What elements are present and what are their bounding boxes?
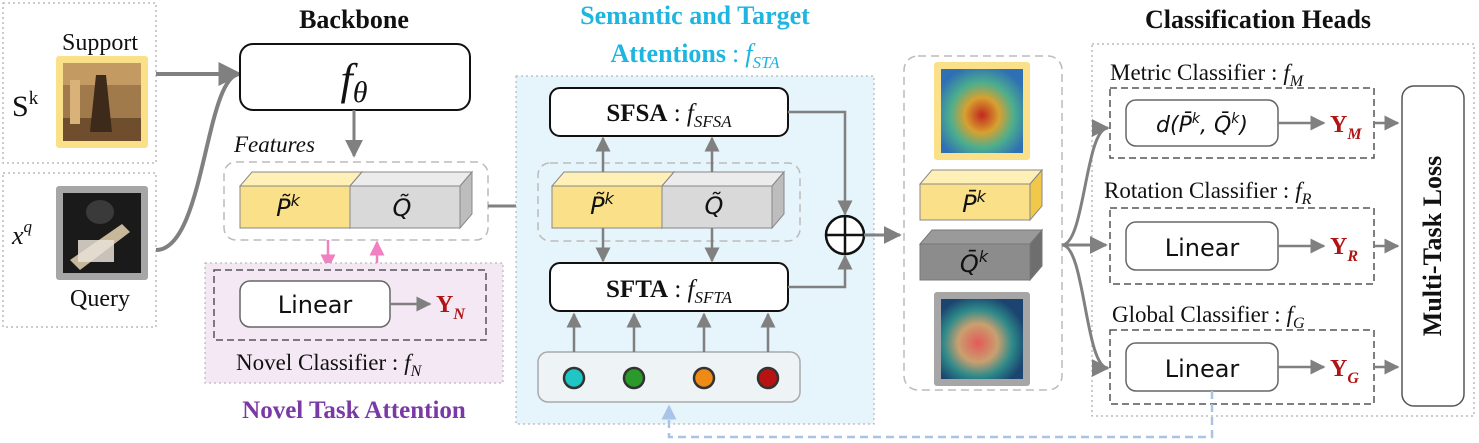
- global-linear-label: Linear: [1165, 355, 1240, 383]
- support-image: [63, 63, 141, 141]
- heads-panel: [1091, 43, 1475, 417]
- sta-features-group: [537, 162, 801, 242]
- token-dot-cyan: [562, 366, 586, 390]
- novel-linear-label: Linear: [278, 291, 353, 319]
- token-dot-orange: [692, 366, 716, 390]
- feature-p-block: [238, 170, 364, 230]
- token-dot-green: [622, 366, 646, 390]
- sta-p-label: P̃k: [590, 189, 614, 220]
- support-label: Support: [62, 30, 138, 56]
- feature-p-label: P̃k: [276, 191, 300, 222]
- support-heatmap: [941, 69, 1023, 153]
- feature-q-label: Q̃: [393, 194, 412, 222]
- multi-task-loss-label: Multi-Task Loss: [1418, 156, 1447, 336]
- query-symbol: xq: [11, 217, 33, 250]
- query-image: [63, 193, 141, 273]
- query-to-backbone-arrow: [155, 72, 241, 252]
- rotation-classifier-label: Rotation Classifier :fR: [1104, 178, 1312, 208]
- sta-q-label: Q̃: [705, 192, 724, 220]
- novel-task-attention-title: Novel Task Attention: [242, 397, 466, 424]
- feedback-dashed-arrow: [661, 391, 1214, 439]
- fused-group: [903, 55, 1063, 391]
- global-classifier-label: Global Classifier :fG: [1112, 302, 1305, 332]
- sta-title-line2: Attentions:fSTA: [610, 39, 780, 72]
- sfta-to-fusion-arrow: [788, 254, 853, 289]
- metric-formula: d(P̄k, Q̄k): [1156, 111, 1248, 138]
- fused-p-block: [918, 168, 1044, 222]
- novel-inner-frame: [213, 269, 487, 341]
- fused-p-label: P̄k: [962, 187, 986, 218]
- features-label: Features: [233, 132, 315, 157]
- novel-output: YN: [436, 292, 466, 323]
- sfsa-label: SFSA : fSFSA: [606, 100, 732, 131]
- query-label: Query: [70, 286, 130, 312]
- backbone-title: Backbone: [299, 5, 409, 34]
- sta-title-line1: Semantic and Target: [580, 1, 810, 30]
- sta-q-block: [660, 170, 786, 230]
- fused-q-label: Q̄k: [960, 247, 989, 278]
- to-metric-arrow: [1061, 119, 1110, 247]
- multi-task-loss-box: [1401, 85, 1465, 407]
- sfsa-to-fusion-arrow: [788, 110, 853, 216]
- sfta-label: SFTA : fSFTA: [606, 276, 733, 307]
- token-dot-red: [756, 366, 780, 390]
- metric-output: YM: [1330, 112, 1362, 143]
- feature-q-block: [348, 170, 474, 230]
- attention-tokens-panel: [537, 351, 801, 403]
- metric-classifier-label: Metric Classifier :fM: [1110, 60, 1305, 90]
- support-symbol: Sk: [12, 88, 39, 123]
- heads-title: Classification Heads: [1145, 5, 1371, 34]
- to-global-arrow: [1061, 243, 1110, 377]
- support-frame: [2, 2, 157, 164]
- fused-q-block: [918, 228, 1044, 282]
- rotation-linear-label: Linear: [1165, 234, 1240, 262]
- global-output: YG: [1330, 356, 1359, 387]
- novel-classifier-label: Novel Classifier :fN: [236, 350, 423, 380]
- rotation-output: YR: [1330, 234, 1358, 265]
- query-heatmap: [941, 299, 1023, 379]
- features-group: [223, 161, 489, 241]
